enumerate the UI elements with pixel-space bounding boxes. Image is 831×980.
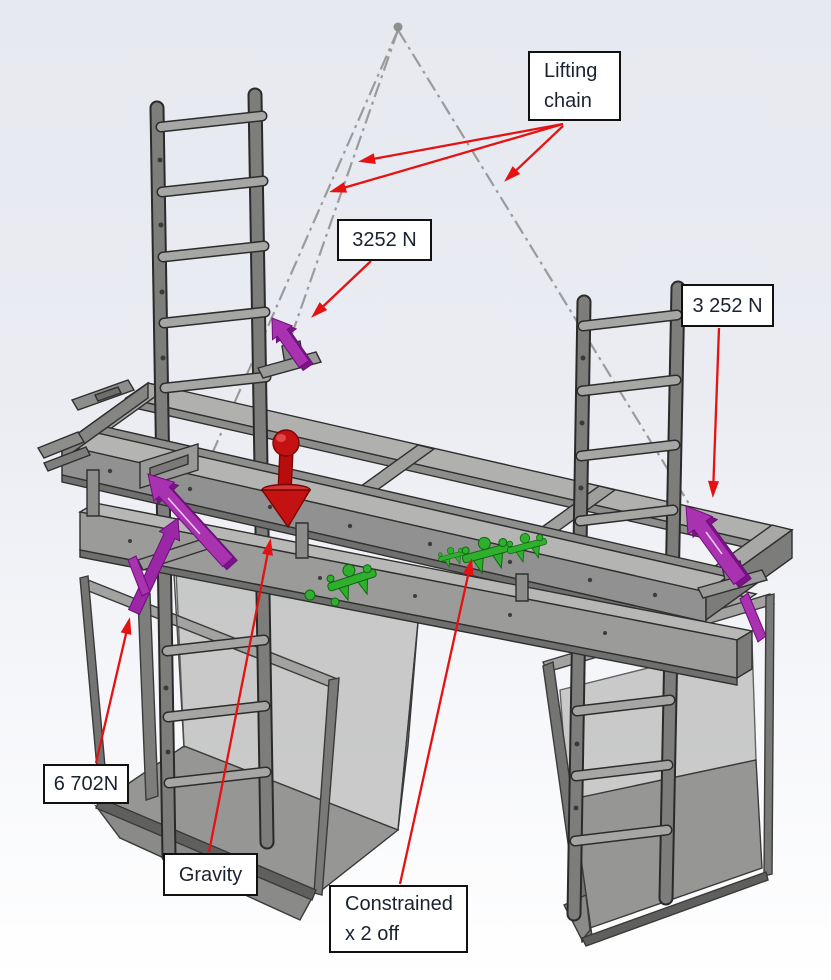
- leader-gravity: [207, 538, 273, 853]
- leader-constraint: [398, 558, 474, 885]
- label-text: chain: [544, 90, 592, 112]
- chain-line: [397, 29, 695, 513]
- label-lifting-chain: Lifting chain: [528, 51, 621, 121]
- label-text: 6 702N: [53, 773, 119, 795]
- label-text: Gravity: [178, 863, 243, 886]
- leader-force-left: [94, 617, 132, 764]
- label-force-top: 3252 N: [337, 219, 432, 261]
- force-arrow-stub-left: [127, 555, 151, 597]
- leader-lifting-chain-2: [329, 122, 564, 193]
- force-arrows: [127, 317, 767, 643]
- label-text: 3 252 N: [692, 294, 763, 317]
- force-arrow-top: [271, 317, 310, 369]
- frame-front: [36, 340, 793, 686]
- label-constraint: Constrained x 2 off: [329, 885, 468, 953]
- leader-lifting-chain-1: [358, 122, 564, 165]
- annotation-arrows: [94, 122, 721, 885]
- label-force-right: 3 252 N: [681, 284, 774, 327]
- leader-force-top: [311, 260, 372, 318]
- force-arrow-stub-right: [739, 592, 767, 643]
- leader-lifting-chain-3: [504, 125, 564, 182]
- gravity-arrow: [260, 429, 312, 529]
- label-text: Lifting: [544, 60, 598, 82]
- label-text: x 2 off: [345, 923, 400, 945]
- force-arrow-left: [147, 473, 234, 568]
- label-text: Constrained: [345, 893, 453, 915]
- label-text: 3252 N: [352, 229, 417, 251]
- chain-apex-hook: [393, 22, 403, 32]
- constraint-fixtures: [304, 528, 551, 607]
- leader-force-right: [707, 327, 721, 498]
- label-gravity: Gravity: [163, 853, 258, 896]
- chain-line: [290, 29, 400, 335]
- ladder-rungs: [157, 112, 270, 787]
- label-force-left: 6 702N: [43, 764, 129, 804]
